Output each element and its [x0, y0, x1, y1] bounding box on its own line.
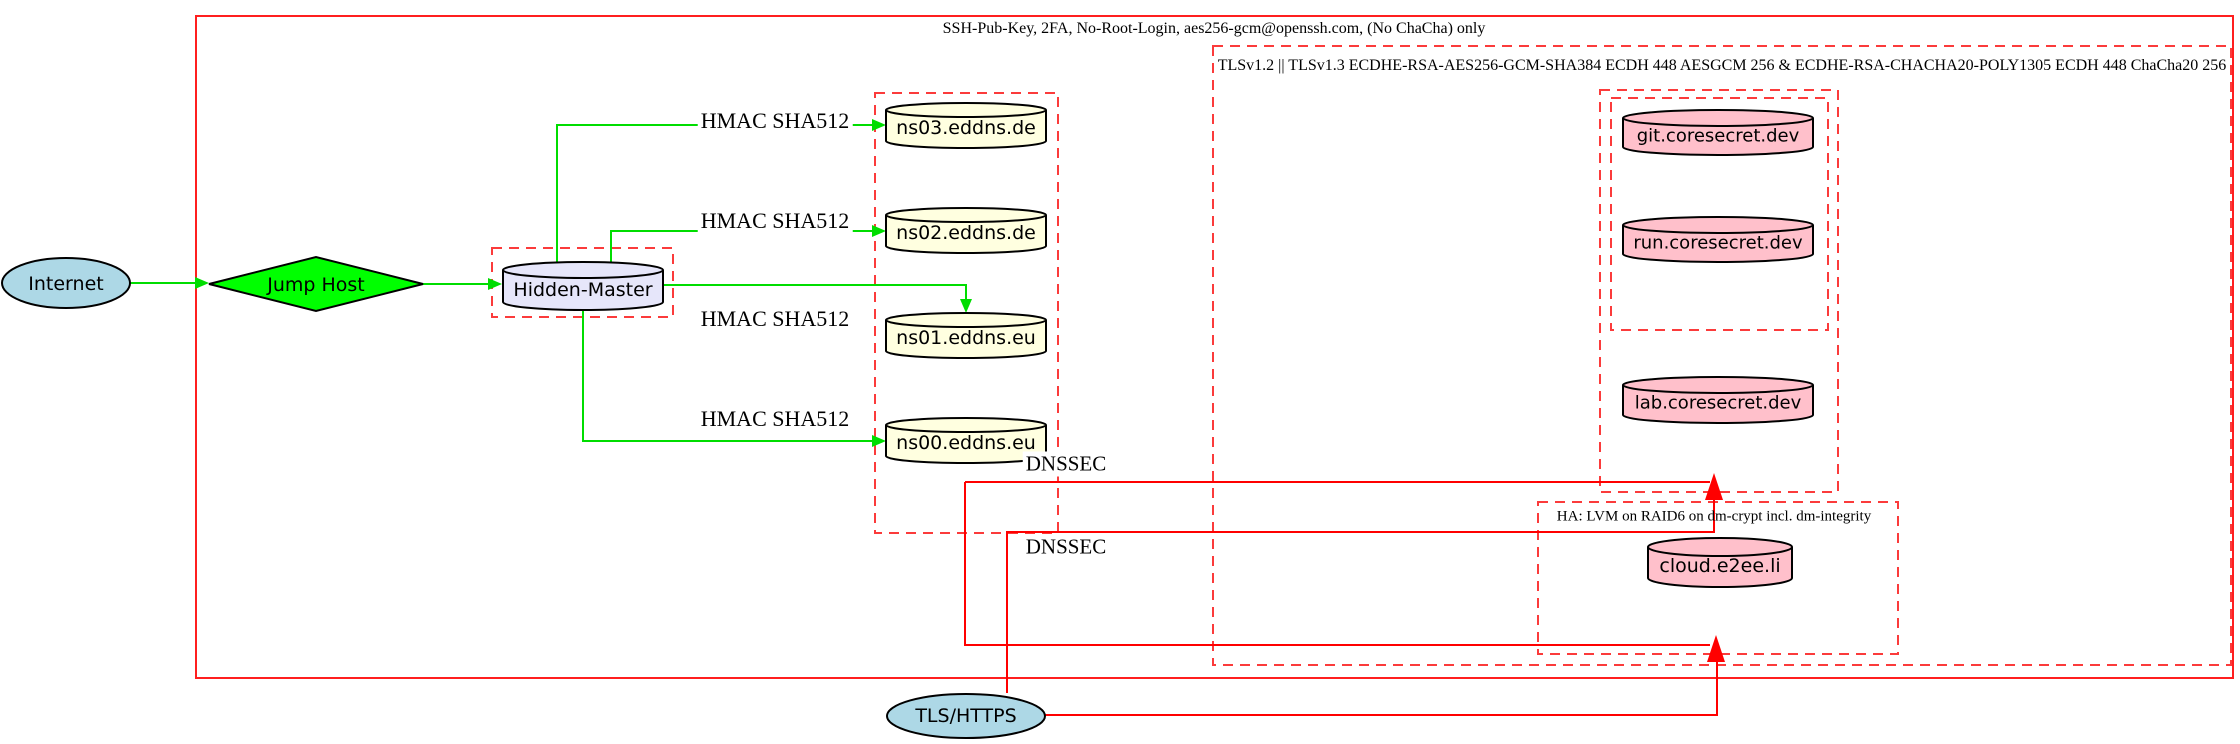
node-run-shape	[1622, 216, 1814, 263]
cluster-ssh-border	[195, 15, 2234, 679]
node-cloud-label: cloud.e2ee.li	[1659, 555, 1781, 577]
node-jumphost-label: Jump Host	[267, 274, 365, 296]
node-ns02-shape	[885, 207, 1047, 254]
cluster-ha-label: HA: LVM on RAID6 on dm-crypt incl. dm-in…	[1556, 508, 1872, 525]
arrowhead-hiddenmaster-ns02	[872, 225, 886, 237]
node-cloud-shape	[1647, 537, 1793, 588]
node-ns02-label: ns02.eddns.de	[896, 222, 1036, 244]
edge-tlshttps-e2ee	[1045, 661, 1718, 716]
node-tlshttps-label: TLS/HTTPS	[915, 705, 1017, 727]
node-ns00-label: ns00.eddns.eu	[896, 432, 1036, 454]
cluster-coresecret-inner-border	[1610, 97, 1829, 331]
node-internet-label: Internet	[28, 273, 104, 295]
edge-tlshttps-coresecret	[1006, 498, 1715, 693]
node-ns03-label: ns03.eddns.de	[896, 117, 1036, 139]
edge-label-dnssec-e2ee: DNSSEC	[1022, 534, 1110, 560]
edge-hiddenmaster-ns00	[582, 310, 873, 442]
node-lab-shape	[1622, 376, 1814, 424]
node-tlshttps-shape	[886, 693, 1046, 739]
arrowhead-hiddenmaster-ns00	[872, 435, 886, 447]
arrowhead-into-coresecret-cluster	[1705, 473, 1723, 500]
arrowhead-hiddenmaster-ns01	[960, 299, 972, 313]
cluster-coresecret-outer-border	[1599, 89, 1839, 493]
edge-hiddenmaster-ns03	[556, 124, 873, 264]
edge-label-dnssec-coresecret: DNSSEC	[1022, 451, 1110, 477]
node-run-label: run.coresecret.dev	[1633, 232, 1803, 254]
cluster-ha-border	[1537, 501, 1899, 655]
arrowhead-internet-jumphost	[195, 277, 209, 289]
edge-label-hmac-ns01: HMAC SHA512	[697, 306, 853, 332]
arrowhead-jumphost-hiddenmaster	[488, 278, 502, 290]
edge-dnssec-e2ee	[964, 482, 1710, 646]
arrowhead-into-e2ee-cluster	[1707, 635, 1725, 662]
node-internet-shape	[1, 257, 131, 309]
cluster-tls-border	[1212, 45, 2232, 666]
node-git-shape	[1622, 109, 1814, 156]
node-git-label: git.coresecret.dev	[1636, 125, 1800, 147]
arrowhead-hiddenmaster-ns03	[872, 119, 886, 131]
edge-label-hmac-ns02: HMAC SHA512	[697, 208, 853, 234]
cluster-ssh-label: SSH-Pub-Key, 2FA, No-Root-Login, aes256-…	[942, 20, 1486, 37]
cluster-tls-label: TLSv1.2 || TLSv1.3 ECDHE-RSA-AES256-GCM-…	[1217, 57, 2227, 74]
node-hiddenmaster-label: Hidden-Master	[513, 279, 653, 301]
node-ns03-shape	[885, 102, 1047, 149]
edge-label-hmac-ns03: HMAC SHA512	[697, 108, 853, 134]
cluster-eddns-border	[874, 92, 1059, 534]
edge-label-hmac-ns00: HMAC SHA512	[697, 406, 853, 432]
edge-hiddenmaster-ns01	[663, 284, 967, 301]
node-hiddenmaster-shape	[502, 261, 664, 311]
node-ns01-label: ns01.eddns.eu	[896, 327, 1036, 349]
node-jumphost-shape	[208, 255, 424, 313]
node-lab-label: lab.coresecret.dev	[1634, 392, 1802, 414]
node-ns01-shape	[885, 312, 1047, 359]
